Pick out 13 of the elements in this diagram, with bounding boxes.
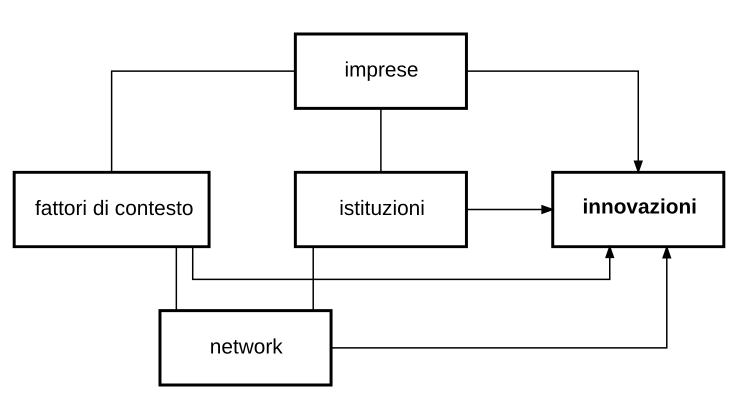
node-box: network [158, 308, 333, 386]
node-box: innovazioni [551, 170, 726, 248]
connector [312, 246, 314, 310]
node-box: fattori di contesto [12, 170, 211, 248]
connector [176, 246, 178, 310]
node-box: istituzioni [294, 170, 468, 248]
connector [380, 108, 382, 172]
arrow [466, 70, 643, 174]
arrow [466, 204, 555, 214]
connector [110, 70, 295, 172]
arrow [192, 244, 614, 280]
arrow [331, 244, 672, 348]
node-box: imprese [294, 32, 468, 110]
